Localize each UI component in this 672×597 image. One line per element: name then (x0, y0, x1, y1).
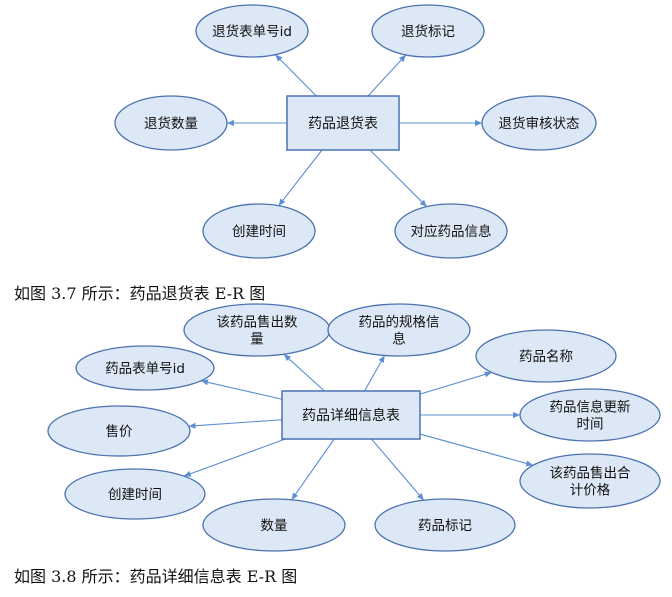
attribute-ellipse (519, 453, 661, 509)
attribute-label: 退货数量 (144, 115, 198, 132)
relationship-edge (188, 419, 283, 429)
attribute-label: 药品标记 (418, 518, 472, 534)
relationship-edge (371, 438, 425, 501)
attribute-label: 退货表单号id (212, 23, 292, 40)
attribute-ellipse (202, 203, 316, 259)
attribute-label: 量 (250, 332, 264, 348)
attribute-label: 该药品售出合 (550, 466, 631, 482)
caption-figure-3-8: 如图 3.8 所示：药品详细信息表 E-R 图 (14, 567, 298, 586)
relationship-edge (278, 149, 323, 207)
caption-figure-3-7: 如图 3.7 所示：药品退货表 E-R 图 (14, 284, 266, 303)
relationship-edge (283, 353, 325, 392)
attribute-ellipse (519, 388, 661, 442)
attribute-d1-review-status: 退货审核状态 (481, 95, 597, 151)
relationship-edge (369, 149, 428, 208)
attribute-d1-return-qty: 退货数量 (114, 95, 228, 151)
attribute-ellipse (195, 4, 309, 58)
relationship-edge (419, 371, 492, 395)
entity-label: 药品退货表 (308, 115, 378, 132)
relationship-edge (364, 355, 386, 392)
entity-diagram1: 药品退货表 (286, 95, 400, 151)
attribute-label: 药品名称 (519, 349, 573, 365)
attribute-ellipse (481, 95, 597, 151)
attribute-ellipse (114, 95, 228, 151)
attribute-ellipse (475, 329, 617, 383)
attribute-label: 退货标记 (401, 23, 455, 40)
attribute-d2-drug-name: 药品名称 (475, 329, 617, 383)
relationship-edge (274, 54, 317, 97)
relationship-edge (419, 433, 534, 467)
relationship-edge (367, 54, 407, 97)
attribute-ellipse (371, 4, 485, 58)
attribute-ellipse (202, 498, 346, 552)
attribute-d2-created-time: 创建时间 (64, 468, 206, 520)
attribute-ellipse (374, 498, 516, 552)
attribute-d2-table-id: 药品表单号id (75, 345, 215, 391)
relationship-edge (291, 438, 335, 501)
relationship-edge (183, 438, 286, 477)
attribute-d2-quantity: 数量 (202, 498, 346, 552)
attribute-d1-created-time: 创建时间 (202, 203, 316, 259)
attribute-d1-drug-info: 对应药品信息 (394, 203, 508, 259)
attribute-label: 息 (392, 331, 406, 348)
attribute-ellipse (394, 203, 508, 259)
attribute-d2-drug-flag: 药品标记 (374, 498, 516, 552)
attribute-ellipse (47, 405, 191, 457)
entity-diagram2: 药品详细信息表 (281, 390, 421, 440)
relationship-edge (200, 379, 283, 400)
attribute-label: 计价格 (570, 483, 611, 499)
attribute-label: 创建时间 (108, 487, 162, 503)
attribute-label: 数量 (261, 518, 288, 534)
attribute-label: 时间 (577, 417, 604, 433)
attribute-label: 该药品售出数 (217, 315, 298, 331)
attribute-ellipse (75, 345, 215, 391)
attribute-ellipse (327, 303, 471, 357)
attribute-label: 售价 (106, 424, 133, 440)
attribute-label: 退货审核状态 (499, 115, 580, 132)
entity-box (281, 390, 421, 440)
attribute-d1-return-flag: 退货标记 (371, 4, 485, 58)
attribute-d2-price: 售价 (47, 405, 191, 457)
attribute-label: 药品的规格信 (359, 315, 440, 331)
entity-label: 药品详细信息表 (302, 407, 400, 424)
attribute-label: 创建时间 (232, 224, 286, 240)
attribute-d1-return-id: 退货表单号id (195, 4, 309, 58)
attribute-label: 对应药品信息 (411, 223, 492, 240)
entity-box (286, 95, 400, 151)
attribute-label: 药品表单号id (105, 361, 185, 377)
attribute-label: 药品信息更新 (550, 399, 631, 416)
attribute-ellipse (64, 468, 206, 520)
